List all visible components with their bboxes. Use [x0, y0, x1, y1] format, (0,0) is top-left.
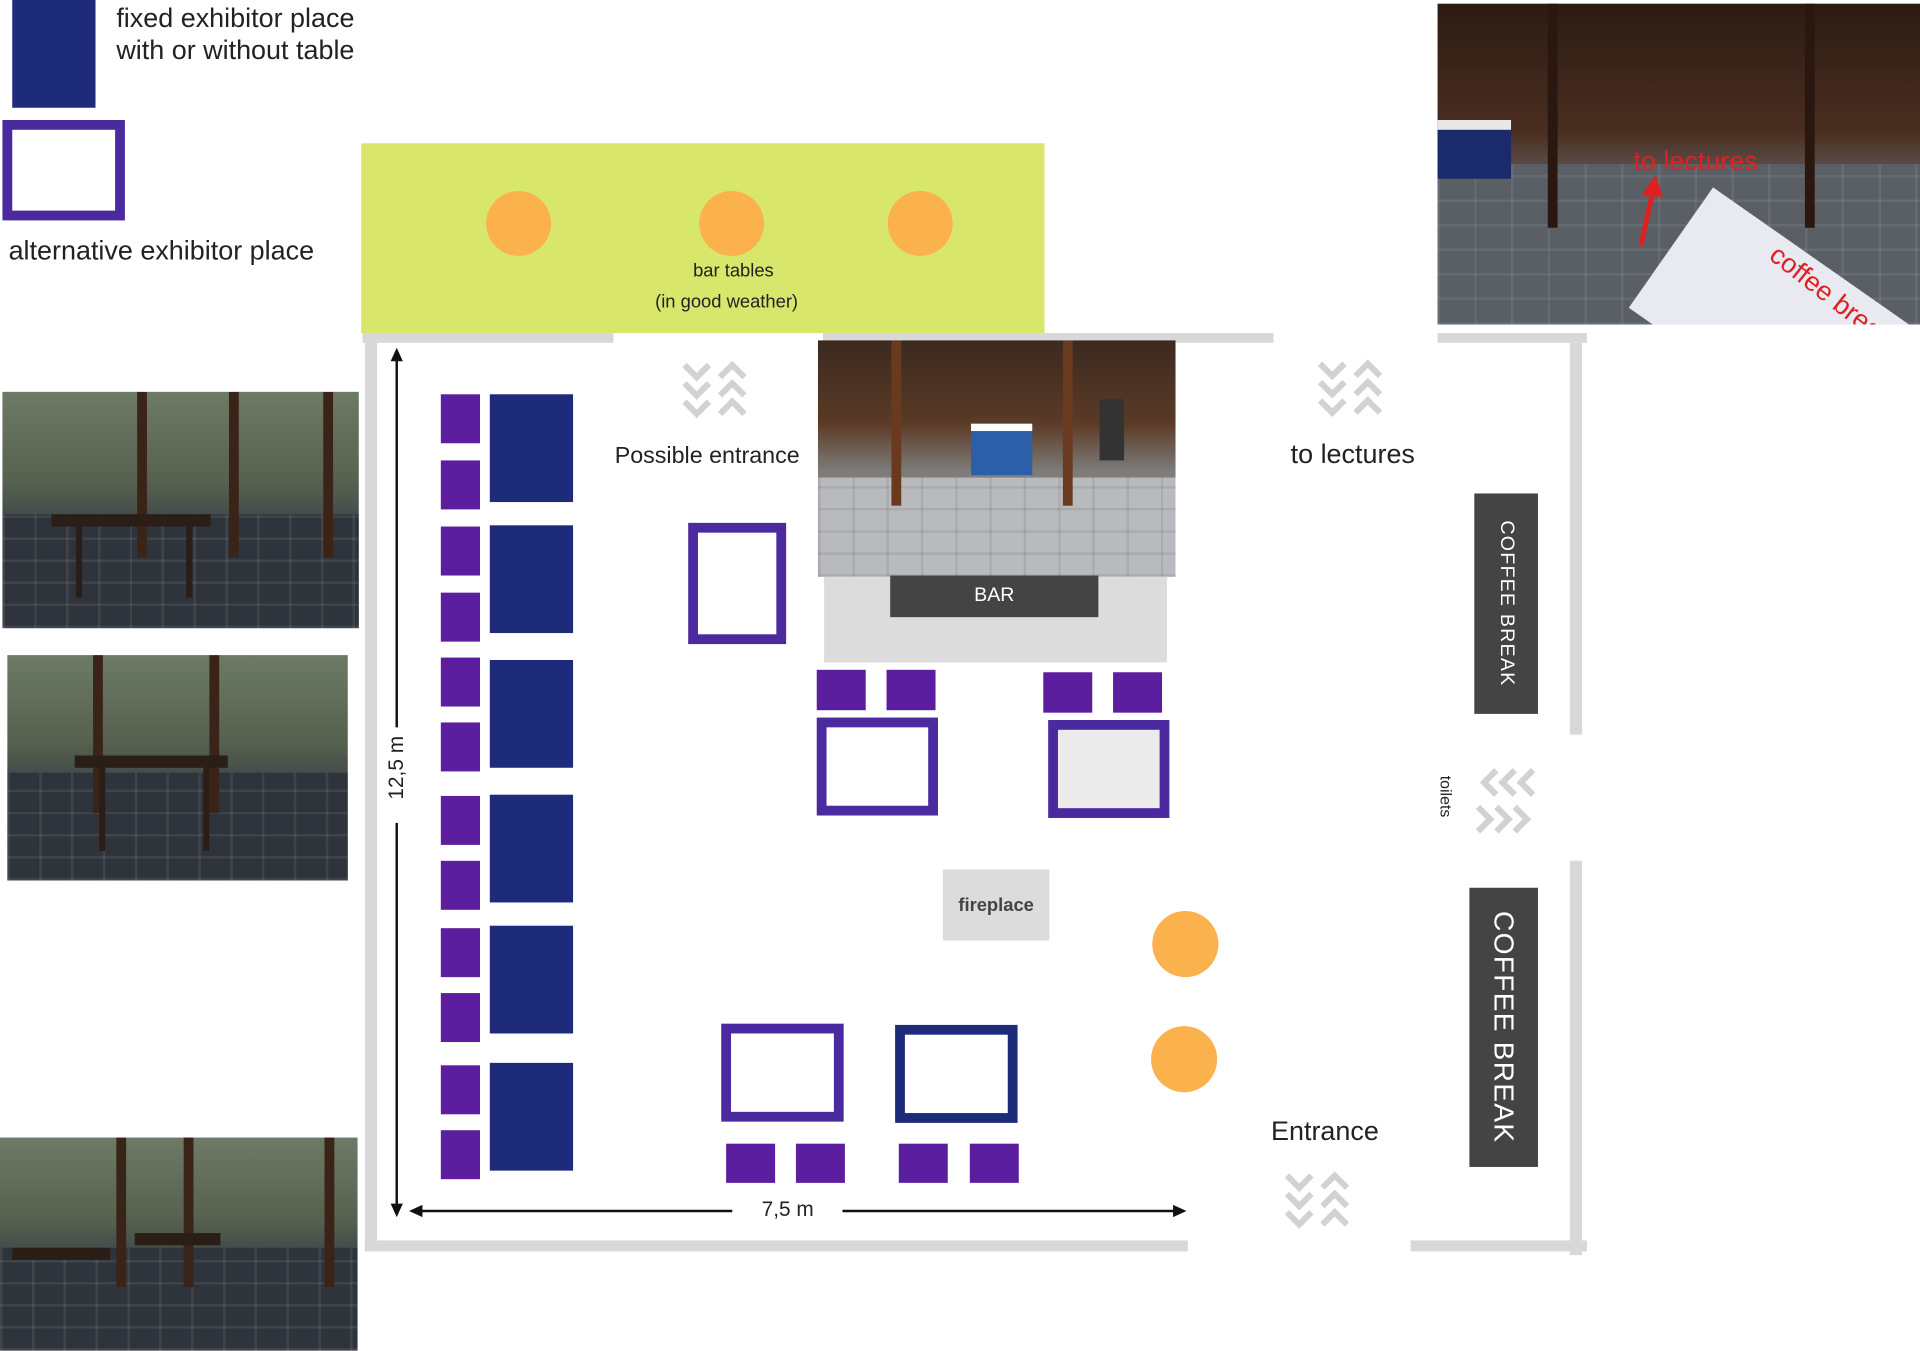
possible-entrance-chevrons-icon — [682, 360, 747, 419]
chair — [440, 460, 481, 510]
alternative-exhibitor-place — [721, 1023, 844, 1122]
chair — [726, 1143, 776, 1183]
bar-table — [699, 191, 765, 256]
chair — [440, 993, 481, 1043]
legend-alternative-label: alternative exhibitor place — [8, 235, 315, 266]
alternative-exhibitor-place — [1048, 720, 1170, 818]
fixed-exhibitor-place — [489, 1062, 574, 1171]
chair — [440, 795, 481, 845]
chair — [898, 1143, 948, 1183]
photo-to-lectures-label: to lectures — [1633, 145, 1758, 177]
entrance-chevrons-icon — [1284, 1171, 1350, 1229]
fireplace: fireplace — [942, 869, 1050, 941]
fixed-exhibitor-place — [489, 660, 574, 768]
toilets-chevrons-icon — [1475, 768, 1536, 834]
bar-table — [887, 191, 953, 256]
wall — [364, 1240, 1188, 1252]
fixed-exhibitor-place — [489, 525, 574, 634]
wall — [822, 333, 1274, 343]
alternative-exhibitor-place — [816, 717, 938, 816]
wall — [1569, 342, 1583, 735]
terrace-photo-2 — [7, 655, 348, 881]
bar-counter: BAR — [890, 575, 1099, 618]
legend-alternative-swatch — [2, 120, 125, 221]
fixed-exhibitor-place — [489, 394, 574, 503]
toilets-label: toilets — [1436, 775, 1456, 818]
to-lectures-arrow-icon — [1638, 175, 1663, 247]
terrace-label-line2: (in good weather) — [655, 291, 799, 313]
chair — [1043, 672, 1093, 713]
bar-label: BAR — [974, 585, 1015, 607]
to-lectures-chevrons-icon — [1317, 359, 1383, 417]
chair — [440, 657, 481, 707]
bar-photo — [817, 340, 1176, 577]
corridor-photo: to lectures coffee break — [1437, 3, 1920, 325]
alternative-exhibitor-place — [688, 522, 787, 645]
legend-fixed-swatch — [12, 0, 96, 108]
bar-table — [1151, 1026, 1218, 1093]
chair — [440, 1130, 481, 1180]
bar-table — [486, 191, 552, 256]
bar-table — [1152, 911, 1219, 978]
chair — [440, 526, 481, 576]
terrace-photo-3 — [0, 1137, 358, 1351]
chair — [440, 592, 481, 642]
chair — [795, 1143, 845, 1183]
height-dimension-label: 12,5 m — [384, 735, 408, 800]
fireplace-label: fireplace — [958, 894, 1034, 916]
wall — [364, 342, 378, 1249]
chair — [440, 1065, 481, 1115]
legend-fixed-label-line1: fixed exhibitor place — [116, 2, 355, 34]
possible-entrance-label: Possible entrance — [614, 443, 800, 469]
alternative-exhibitor-place — [895, 1024, 1018, 1123]
coffee-break-label: COFFEE BREAK — [1488, 911, 1521, 1144]
height-dimension-arrow — [390, 347, 403, 1218]
width-dimension-label: 7,5 m — [761, 1197, 814, 1221]
chair — [1113, 672, 1163, 713]
legend-fixed-label-line2: with or without table — [116, 34, 355, 65]
entrance-label: Entrance — [1271, 1115, 1379, 1147]
chair — [969, 1143, 1019, 1183]
fixed-exhibitor-place — [489, 794, 574, 903]
terrace-label-line1: bar tables — [693, 260, 774, 282]
chair — [816, 669, 866, 711]
wall — [1569, 860, 1583, 1256]
coffee-break-area: COFFEE BREAK — [1474, 493, 1538, 714]
wall — [1410, 1240, 1587, 1252]
chair — [886, 669, 936, 711]
to-lectures-label: to lectures — [1290, 438, 1415, 469]
fixed-exhibitor-place — [489, 925, 574, 1034]
wall — [1437, 333, 1587, 343]
terrace-photo-1 — [2, 391, 359, 629]
wall — [362, 333, 614, 343]
chair — [440, 928, 481, 978]
chair — [440, 722, 481, 772]
coffee-break-label: COFFEE BREAK — [1496, 520, 1518, 687]
width-dimension-arrow — [408, 1204, 1187, 1218]
chair — [440, 394, 481, 444]
coffee-break-area: COFFEE BREAK — [1469, 887, 1538, 1167]
chair — [440, 860, 481, 910]
